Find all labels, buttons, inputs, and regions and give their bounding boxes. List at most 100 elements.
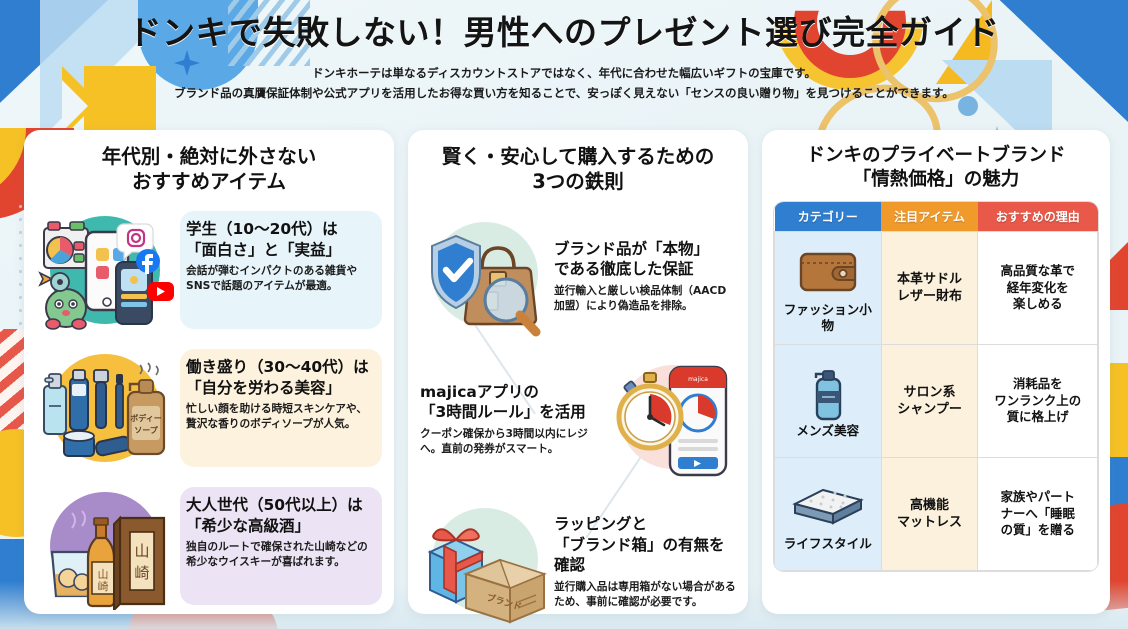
cell-category-lifestyle: ライフスタイル (774, 457, 882, 572)
card-title-left-line2: おすすめアイテム (131, 170, 287, 194)
svg-text:ボディー: ボディー (130, 413, 161, 423)
age-row-senior: 山 崎 山 崎 大人世代（50代以上）は 「希少な高級酒」 独自のルートで確保さ (36, 481, 382, 612)
private-brand-table: カテゴリー 注目アイテム おすすめの理由 (774, 202, 1098, 572)
rule-heading-wrapping-2: 「ブランド箱」の有無を (554, 535, 725, 554)
svg-text:崎: 崎 (98, 579, 109, 593)
svg-text:崎: 崎 (134, 564, 149, 582)
table-header-category: カテゴリー (774, 202, 882, 232)
reason-line-3: 楽しめる (1012, 296, 1063, 312)
age-heading-working-1: 働き盛り（30〜40代）は (186, 358, 369, 377)
whisky-bottle-icon: 山 崎 山 崎 (36, 482, 176, 611)
card-purchase-rules: 賢く・安心して購入するための 3つの鉄則 (408, 130, 748, 624)
rule-row-majica: majica (420, 348, 736, 491)
header: ドンキで失敗しない！男性へのプレゼント選び完全ガイド ドンキホーテは単なるディス… (0, 14, 1128, 103)
age-body-senior: 独自のルートで確保された山崎などの希少なウイスキーが喜ばれます。 (186, 540, 368, 569)
rule-heading-majica-1: majicaアプリの (420, 382, 539, 401)
rule-body-majica: クーポン確保から3時間以内にレジへ。直前の発券がスマート。 (420, 426, 588, 456)
cell-reason-shampoo: 消耗品を ワンランク上の 質に格上げ (977, 344, 1098, 459)
mattress-icon (778, 476, 878, 534)
age-heading-senior-2: 「希少な高級酒」 (186, 516, 311, 535)
cell-item-wallet: 本革サドル レザー財布 (880, 231, 979, 346)
content-columns: 年代別・絶対に外さない おすすめアイテム (24, 130, 1110, 624)
cell-category-beauty: メンズ美容 (774, 344, 882, 459)
table-row: ファッション小物 本革サドル レザー財布 高品質な革で 経年変化を 楽しめる (774, 231, 1098, 346)
svg-text:ソープ: ソープ (134, 425, 159, 435)
age-heading-senior-1: 大人世代（50代以上）は (186, 496, 363, 515)
subtitle-line-2: ブランド品の真贋保証体制や公式アプリを活用したお得な買い方を知ることで、安っぽく… (174, 86, 954, 101)
rule-heading-wrapping-3: 確認 (554, 555, 586, 574)
cell-category-fashion: ファッション小物 (774, 231, 882, 346)
table-row: ライフスタイル 高機能 マットレス 家族やパート ナーへ「睡眠 の質」を贈る (774, 457, 1098, 572)
age-heading-working-2: 「自分を労わる美容」 (186, 378, 342, 397)
reason-line-2: ワンランク上の (994, 392, 1082, 408)
age-row-working: ボディー ソープ 働き盛り（30〜40代）は 「自分を労わる美容」 忙しい顔 (36, 343, 382, 474)
card-title-left-line1: 年代別・絶対に外さない (101, 145, 317, 168)
rule-row-authenticity: ブランド品が「本物」 である徹底した保証 並行輸入と厳しい検品体制（AACD加盟… (420, 205, 736, 348)
item-line-2: マットレス (897, 515, 963, 531)
page-title: ドンキで失敗しない！男性へのプレゼント選び完全ガイド (128, 13, 1000, 52)
card-title-left: 年代別・絶対に外さない おすすめアイテム (36, 144, 382, 195)
age-body-students: 会話が弾むインパクトのある雑貨やSNSで話題のアイテムが最適。 (186, 264, 358, 293)
cell-reason-mattress: 家族やパート ナーへ「睡眠 の質」を贈る (977, 457, 1098, 572)
rule-row-wrapping: ブランド ラッピングと 「ブランド箱」の有無を 確認 並行購入品は専用箱がない場… (420, 491, 736, 629)
age-body-working: 忙しい顔を助ける時短スキンケアや、贅沢な香りのボディソープが人気。 (186, 402, 368, 431)
item-line-2: レザー財布 (897, 289, 963, 305)
card-title-middle: 賢く・安心して購入するための 3つの鉄則 (420, 144, 736, 195)
age-text-working: 働き盛り（30〜40代）は 「自分を労わる美容」 忙しい顔を助ける時短スキンケア… (180, 349, 382, 468)
shield-check-bag-icon (420, 210, 548, 342)
cell-reason-wallet: 高品質な革で 経年変化を 楽しめる (977, 231, 1098, 346)
item-line-2: シャンプー (897, 402, 962, 418)
rule-heading-wrapping-1: ラッピングと (554, 515, 648, 534)
rule-body-authenticity: 並行輸入と厳しい検品体制（AACD加盟）により偽造品を排除。 (554, 283, 727, 313)
card-title-right-line1: ドンキのプライベートブランド (806, 145, 1066, 166)
wallet-icon (778, 242, 878, 300)
shampoo-bottle-icon (778, 363, 878, 421)
card-title-middle-line1: 賢く・安心して購入するための (441, 145, 715, 168)
svg-text:山: 山 (134, 542, 149, 560)
yellow-quarter-circle-decoration (0, 128, 26, 202)
table-header-reason: おすすめの理由 (977, 202, 1098, 232)
gift-box-icon: ブランド (420, 496, 548, 628)
skincare-bodysoap-icon: ボディー ソープ (36, 344, 176, 472)
stopwatch-phone-icon: majica (608, 353, 736, 485)
cell-item-mattress: 高機能 マットレス (880, 457, 979, 572)
svg-text:majica: majica (688, 376, 708, 383)
age-heading-students-2: 「面白さ」と「実益」 (186, 240, 342, 259)
rule-heading-authenticity-1: ブランド品が「本物」 (554, 239, 710, 258)
table-header-row: カテゴリー 注目アイテム おすすめの理由 (774, 202, 1098, 232)
age-row-students: 学生（10〜20代）は 「面白さ」と「実益」 会話が弾むインパクトのある雑貨やS… (36, 205, 382, 336)
item-line-1: 高機能 (910, 497, 950, 513)
category-label-lifestyle: ライフスタイル (783, 536, 872, 552)
age-text-senior: 大人世代（50代以上）は 「希少な高級酒」 独自のルートで確保された山崎などの希… (180, 487, 382, 606)
reason-line-1: 消耗品を (1012, 375, 1063, 391)
rule-heading-majica-2: 「3時間ルール」を活用 (420, 402, 586, 421)
card-age-recommendations: 年代別・絶対に外さない おすすめアイテム (24, 130, 394, 614)
smartphone-gadget-icon (36, 206, 176, 334)
card-title-right-line2: 「情熱価格」の魅力 (852, 169, 1020, 191)
reason-line-2: ナーへ「睡眠 (1000, 505, 1075, 521)
category-label-fashion: ファッション小物 (783, 302, 872, 334)
card-private-brand: ドンキのプライベートブランド 「情熱価格」の魅力 カテゴリー 注目アイテム おす… (762, 130, 1110, 614)
rule-text-authenticity: ブランド品が「本物」 である徹底した保証 並行輸入と厳しい検品体制（AACD加盟… (554, 239, 736, 314)
rule-text-wrapping: ラッピングと 「ブランド箱」の有無を 確認 並行購入品は専用箱がない場合があるた… (554, 514, 736, 609)
card-title-right: ドンキのプライベートブランド 「情熱価格」の魅力 (774, 144, 1098, 192)
reason-line-1: 家族やパート (1000, 488, 1075, 504)
rule-body-wrapping: 並行購入品は専用箱がない場合があるため、事前に確認が必要です。 (554, 579, 736, 609)
table-header-item: 注目アイテム (881, 202, 978, 232)
item-line-1: 本革サドル (897, 271, 963, 287)
table-row: メンズ美容 サロン系 シャンプー 消耗品を ワンランク上の 質に格上げ (774, 344, 1098, 459)
rule-heading-authenticity-2: である徹底した保証 (554, 259, 694, 278)
reason-line-2: 経年変化を (1006, 279, 1069, 295)
item-line-1: サロン系 (903, 384, 956, 400)
reason-line-1: 高品質な革で (1000, 262, 1075, 278)
category-label-beauty: メンズ美容 (796, 423, 860, 439)
card-title-middle-line2: 3つの鉄則 (532, 170, 624, 194)
reason-line-3: の質」を贈る (1000, 522, 1075, 538)
page-subtitle: ドンキホーテは単なるディスカウントストアではなく、年代に合わせた幅広いギフトの宝… (0, 63, 1128, 103)
age-text-students: 学生（10〜20代）は 「面白さ」と「実益」 会話が弾むインパクトのある雑貨やS… (180, 211, 382, 330)
age-heading-students-1: 学生（10〜20代）は (186, 220, 338, 239)
reason-line-3: 質に格上げ (1006, 409, 1069, 425)
rule-text-majica: majicaアプリの 「3時間ルール」を活用 クーポン確保から3時間以内にレジへ… (420, 382, 602, 457)
subtitle-line-1: ドンキホーテは単なるディスカウントストアではなく、年代に合わせた幅広いギフトの宝… (311, 65, 817, 80)
